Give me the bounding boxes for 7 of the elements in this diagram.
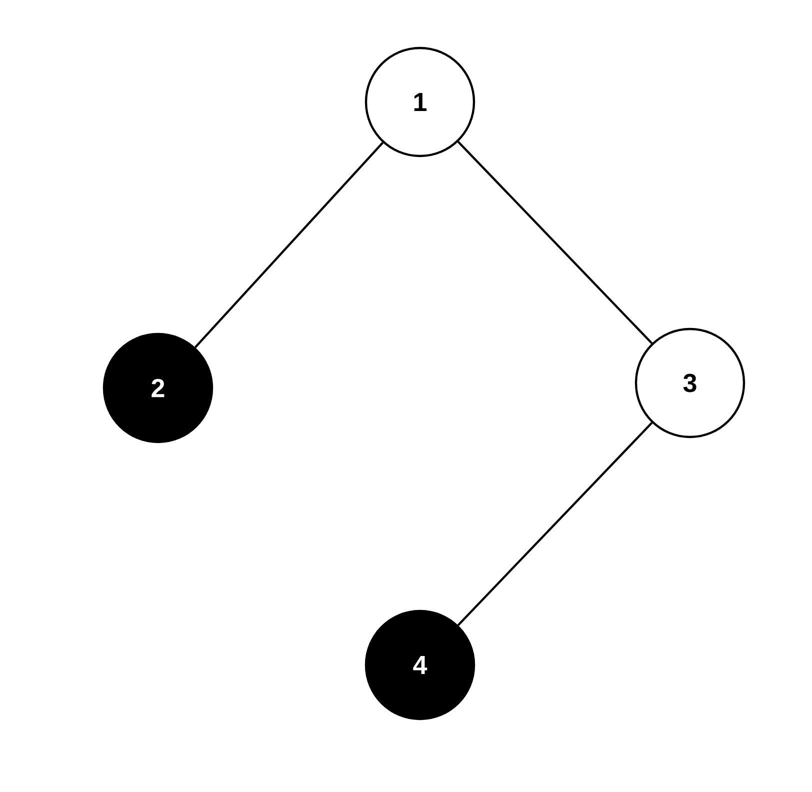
tree-node: 1 <box>364 46 476 158</box>
tree-node: 3 <box>634 328 746 438</box>
edge-line <box>457 422 653 626</box>
edge-line <box>194 142 384 348</box>
tree-node: 2 <box>102 332 214 444</box>
tree-node: 4 <box>364 610 476 720</box>
edge-line <box>457 140 653 344</box>
